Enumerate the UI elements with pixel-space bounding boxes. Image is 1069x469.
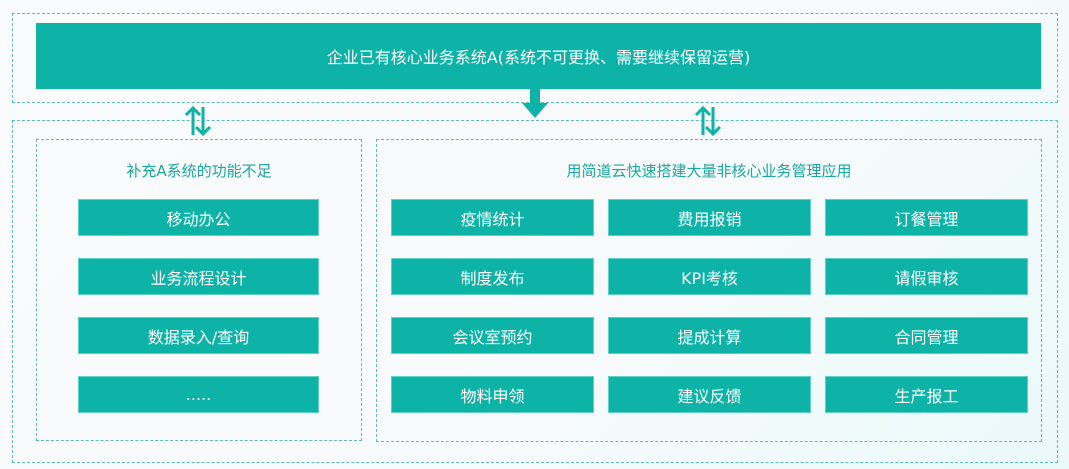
supplement-frame xyxy=(12,120,1058,463)
app-box: 疫情统计 xyxy=(391,199,594,236)
right-panel-title: 用简道云快速搭建大量非核心业务管理应用 xyxy=(566,162,852,180)
feature-box: 移动办公 xyxy=(78,199,319,236)
app-box: 提成计算 xyxy=(608,317,811,354)
app-box: 生产报工 xyxy=(825,376,1028,413)
bidirectional-arrow-icon xyxy=(694,105,722,137)
app-box: 物料申领 xyxy=(391,376,594,413)
left-panel-title: 补充A系统的功能不足 xyxy=(126,162,272,180)
core-system-bar: 企业已有核心业务系统A(系统不可更换、需要继续保留运营) xyxy=(36,23,1041,89)
app-box: 订餐管理 xyxy=(825,199,1028,236)
app-box: 制度发布 xyxy=(391,258,594,295)
right-panel: 用简道云快速搭建大量非核心业务管理应用 疫情统计费用报销订餐管理制度发布 KPI考… xyxy=(376,139,1042,442)
feature-box: 数据录入/查询 xyxy=(78,317,319,354)
bidirectional-arrow-icon xyxy=(184,105,212,137)
feature-box: ..... xyxy=(78,376,319,413)
app-box: 费用报销 xyxy=(608,199,811,236)
feature-box: 业务流程设计 xyxy=(78,258,319,295)
down-arrow-icon xyxy=(522,89,548,118)
left-panel: 补充A系统的功能不足 移动办公业务流程设计数据录入/查询..... xyxy=(36,139,362,441)
app-box: 请假审核 xyxy=(825,258,1028,295)
app-box: 会议室预约 xyxy=(391,317,594,354)
core-system-label: 企业已有核心业务系统A(系统不可更换、需要继续保留运营) xyxy=(326,48,751,67)
app-box: 建议反馈 xyxy=(608,376,811,413)
app-box: 合同管理 xyxy=(825,317,1028,354)
app-box: KPI考核 xyxy=(608,258,811,295)
